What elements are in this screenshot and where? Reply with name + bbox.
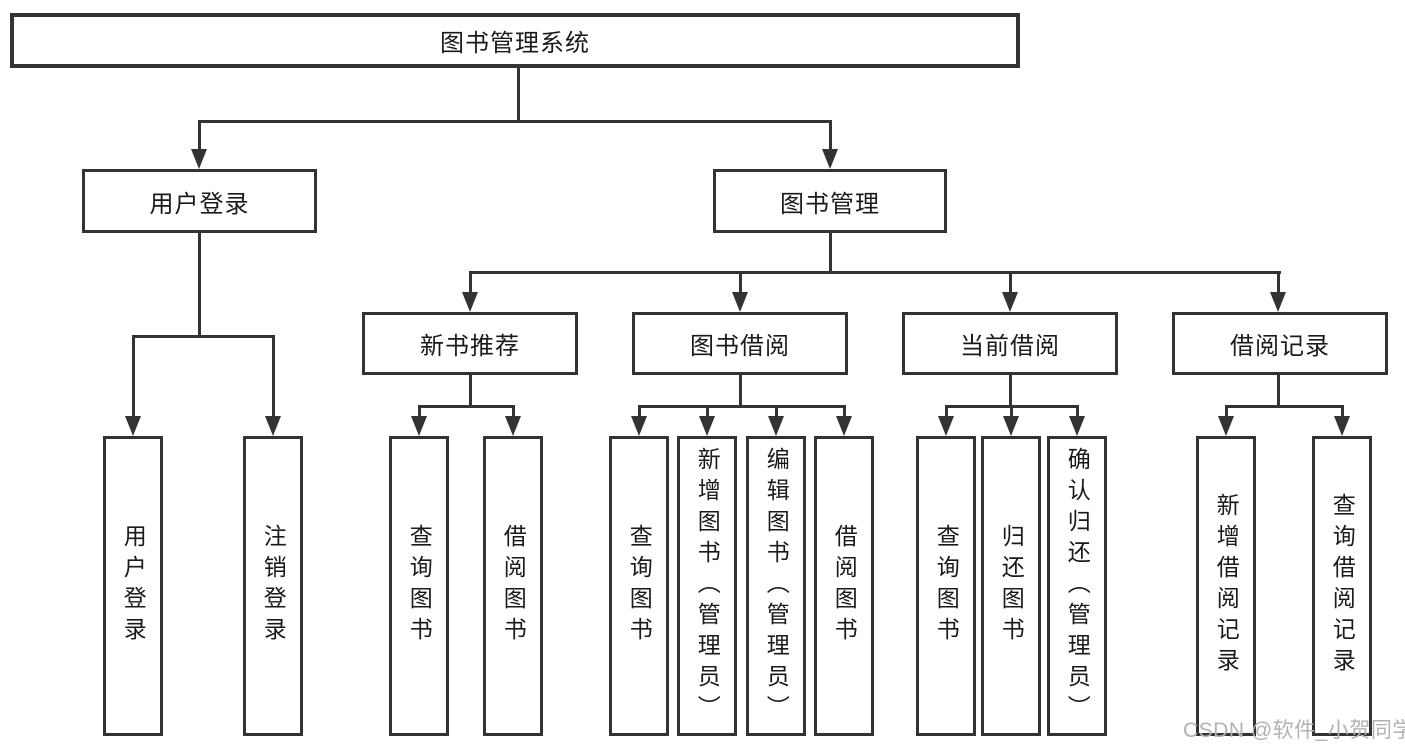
connector	[418, 405, 515, 408]
leaf-borrow-books-recommend: 借阅图书	[483, 436, 543, 736]
leaf-label: 查询借阅记录	[1329, 493, 1356, 679]
connector	[198, 120, 201, 152]
leaf-label: 用户登录	[120, 524, 147, 648]
connector	[739, 375, 742, 407]
arrow-down-icon	[1334, 416, 1350, 436]
node-new-book-recommend: 新书推荐	[362, 312, 578, 375]
leaf-query-books-recommend: 查询图书	[389, 436, 449, 736]
connector	[198, 120, 832, 123]
arrow-down-icon	[191, 149, 207, 169]
leaf-user-login: 用户登录	[103, 436, 163, 736]
arrow-down-icon	[822, 149, 838, 169]
leaf-label: 编辑图书（管理员）	[763, 446, 790, 726]
connector	[469, 375, 472, 407]
connector	[1076, 405, 1079, 420]
connector	[829, 120, 832, 152]
arrow-down-icon	[1069, 416, 1085, 436]
connector	[512, 405, 515, 420]
arrow-down-icon	[505, 416, 521, 436]
connector	[775, 405, 778, 420]
leaf-label: 查询图书	[406, 524, 433, 648]
arrow-down-icon	[1218, 416, 1234, 436]
connector	[1010, 405, 1013, 420]
connector	[1341, 405, 1344, 420]
arrow-down-icon	[732, 292, 748, 312]
arrow-down-icon	[836, 416, 852, 436]
leaf-label: 借阅图书	[500, 524, 527, 648]
arrow-down-icon	[938, 416, 954, 436]
leaf-return-book: 归还图书	[981, 436, 1041, 736]
connector	[1277, 271, 1280, 295]
leaf-label: 注销登录	[260, 524, 287, 648]
leaf-label: 确认归还（管理员）	[1064, 446, 1091, 726]
leaf-label: 新增图书（管理员）	[694, 446, 721, 726]
node-borrow-records: 借阅记录	[1172, 312, 1388, 375]
connector	[1225, 405, 1228, 420]
arrow-down-icon	[1002, 292, 1018, 312]
connector	[843, 405, 846, 420]
arrow-down-icon	[411, 416, 427, 436]
leaf-borrow-books: 借阅图书	[814, 436, 874, 736]
arrow-down-icon	[462, 292, 478, 312]
connector	[1225, 405, 1344, 408]
node-book-mgmt: 图书管理	[713, 169, 947, 233]
node-user-login: 用户登录	[82, 169, 317, 233]
connector	[1009, 375, 1012, 407]
leaf-logout: 注销登录	[243, 436, 303, 736]
node-root: 图书管理系统	[10, 13, 1020, 68]
connector	[469, 271, 1281, 274]
leaf-label: 归还图书	[998, 524, 1025, 648]
arrow-down-icon	[125, 416, 141, 436]
connector	[1277, 375, 1280, 407]
leaf-edit-book-admin: 编辑图书（管理员）	[746, 436, 806, 736]
leaf-query-books-borrow: 查询图书	[609, 436, 669, 736]
connector	[706, 405, 709, 420]
connector	[272, 335, 275, 420]
leaf-query-books-current: 查询图书	[916, 436, 976, 736]
node-current-borrow: 当前借阅	[902, 312, 1118, 375]
arrow-down-icon	[1270, 292, 1286, 312]
connector	[517, 68, 520, 123]
csdn-watermark: CSDN @软件_小贺同学	[1183, 719, 1405, 742]
leaf-confirm-return-admin: 确认归还（管理员）	[1047, 436, 1107, 736]
connector	[829, 233, 832, 274]
connector	[132, 335, 135, 420]
leaf-label: 查询图书	[933, 524, 960, 648]
connector	[418, 405, 421, 420]
connector	[132, 335, 275, 338]
leaf-add-book-admin: 新增图书（管理员）	[677, 436, 737, 736]
leaf-label: 借阅图书	[831, 524, 858, 648]
arrow-down-icon	[699, 416, 715, 436]
arrow-down-icon	[631, 416, 647, 436]
connector	[638, 405, 846, 408]
connector	[638, 405, 641, 420]
connector	[945, 405, 948, 420]
arrow-down-icon	[1003, 416, 1019, 436]
arrow-down-icon	[265, 416, 281, 436]
arrow-down-icon	[768, 416, 784, 436]
leaf-query-borrow-record: 查询借阅记录	[1312, 436, 1372, 736]
leaf-add-borrow-record: 新增借阅记录	[1196, 436, 1256, 736]
connector	[1009, 271, 1012, 295]
connector	[198, 233, 201, 337]
leaf-label: 查询图书	[626, 524, 653, 648]
connector	[739, 271, 742, 295]
connector	[469, 271, 472, 295]
leaf-label: 新增借阅记录	[1213, 493, 1240, 679]
node-book-borrow: 图书借阅	[632, 312, 848, 375]
